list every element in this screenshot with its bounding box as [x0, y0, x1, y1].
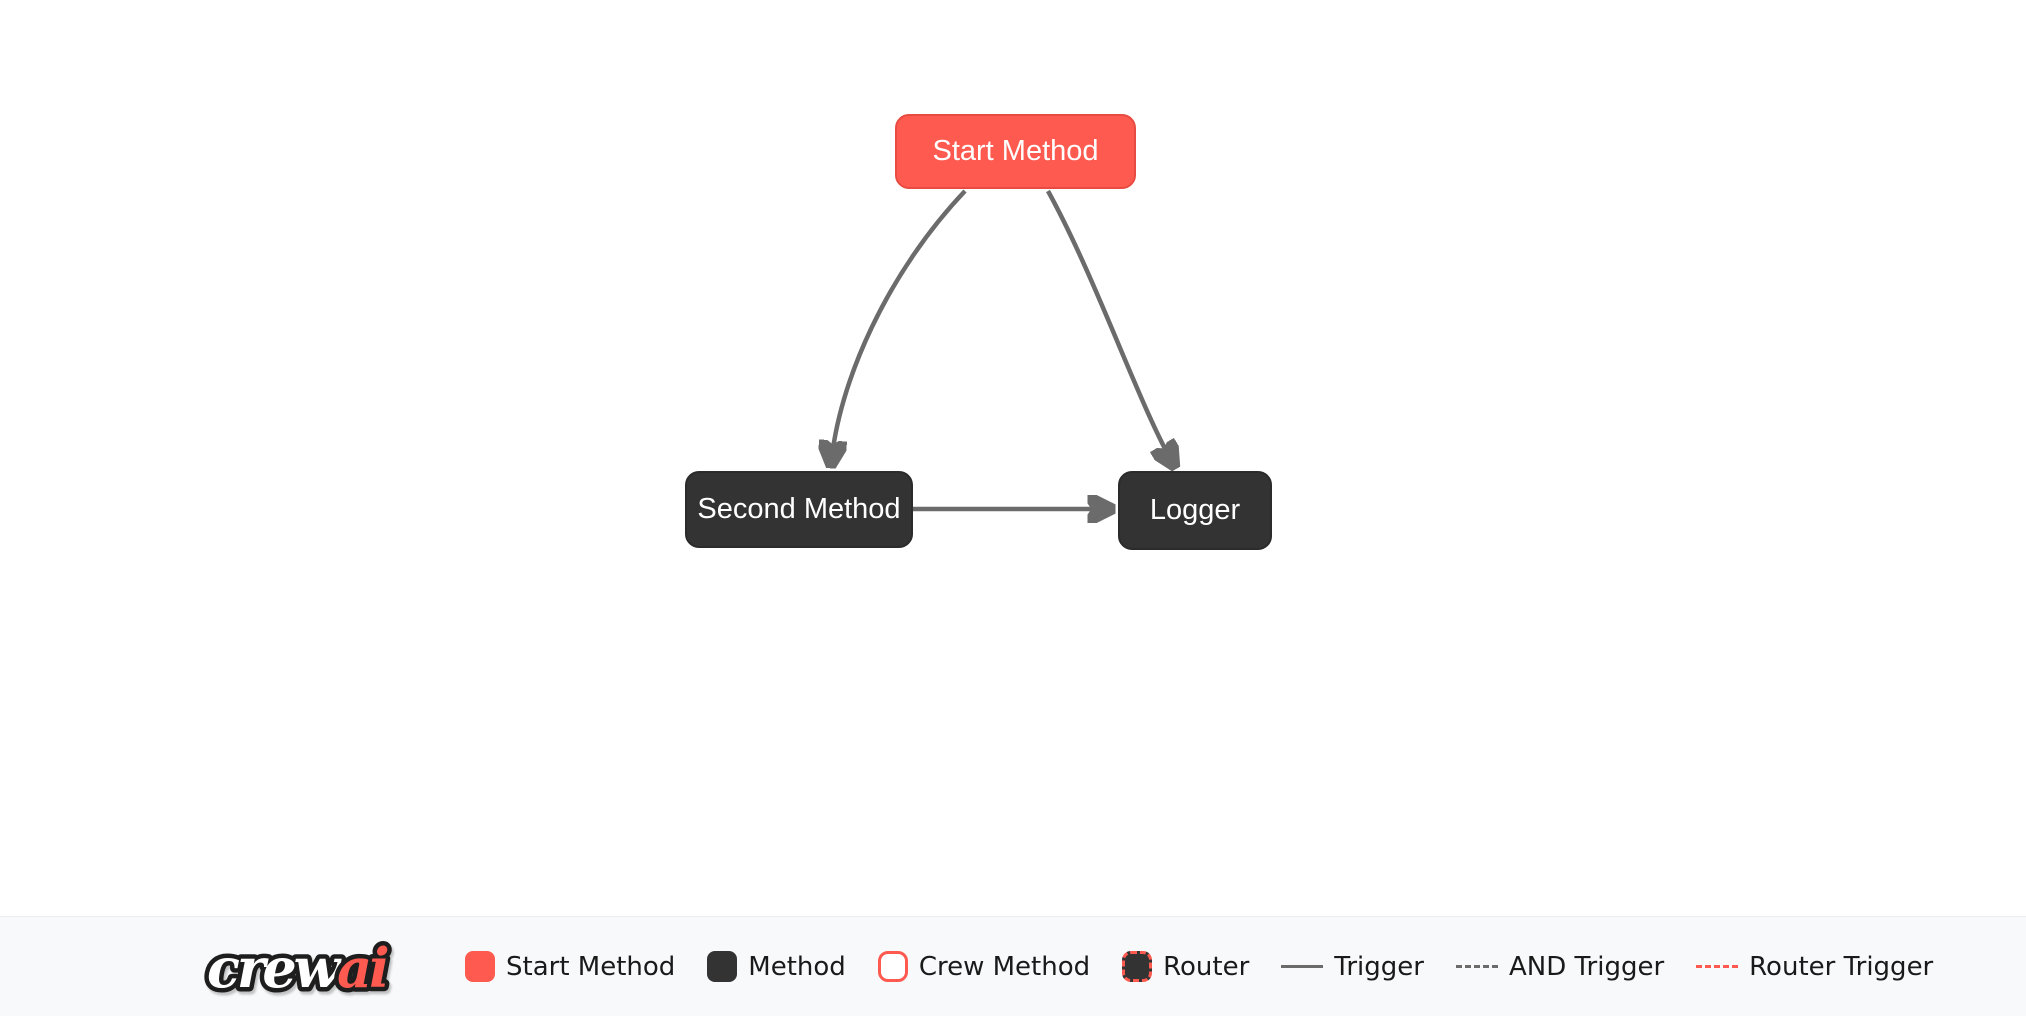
- legend-items: Start Method Method Crew Method Router T…: [465, 951, 1933, 982]
- crewai-logo-text: crewai: [207, 936, 388, 1000]
- legend-item-label: Method: [748, 951, 846, 982]
- logo-ai: ai: [337, 936, 388, 1000]
- legend-item-start-method: Start Method: [465, 951, 675, 982]
- legend-item-label: Start Method: [506, 951, 676, 982]
- legend-item-router-trigger: Router Trigger: [1696, 952, 1933, 982]
- logo-crew: crew: [207, 936, 343, 1000]
- legend-item-label: Trigger: [1334, 951, 1424, 982]
- edge-start-to-logger: [1046, 189, 1175, 467]
- node-logger[interactable]: Logger: [1118, 471, 1272, 550]
- node-second-method[interactable]: Second Method: [685, 471, 913, 548]
- legend-item-label: Crew Method: [918, 951, 1091, 982]
- legend-swatch-start: [465, 951, 495, 982]
- edge-start-to-second: [831, 189, 967, 466]
- legend-swatch-method: [707, 951, 738, 982]
- node-start-method[interactable]: Start Method: [895, 114, 1136, 189]
- legend-item-label: Router: [1163, 951, 1250, 982]
- legend-item-label: AND Trigger: [1508, 951, 1665, 982]
- legend-swatch-line-solid: [1281, 965, 1324, 968]
- crewai-logo: crewai: [203, 931, 396, 1004]
- legend-item-label: Router Trigger: [1749, 951, 1934, 982]
- legend-swatch-router: [1122, 951, 1153, 982]
- legend-item-method: Method: [707, 951, 846, 982]
- legend-swatch-crew: [877, 951, 908, 982]
- edge-layer: [0, 189, 2026, 916]
- legend-swatch-line-dashed-red: [1696, 965, 1739, 968]
- legend-swatch-line-dashed: [1455, 965, 1498, 968]
- legend-item-and-trigger: AND Trigger: [1455, 951, 1665, 982]
- legend-item-crew-method: Crew Method: [877, 951, 1091, 982]
- flow-canvas[interactable]: Start Method Second Method Logger: [0, 0, 2026, 916]
- legend-item-router: Router: [1122, 951, 1249, 982]
- legend-item-trigger: Trigger: [1281, 952, 1424, 982]
- legend-bar: crewai Start Method Method Crew Method R…: [0, 916, 2026, 1016]
